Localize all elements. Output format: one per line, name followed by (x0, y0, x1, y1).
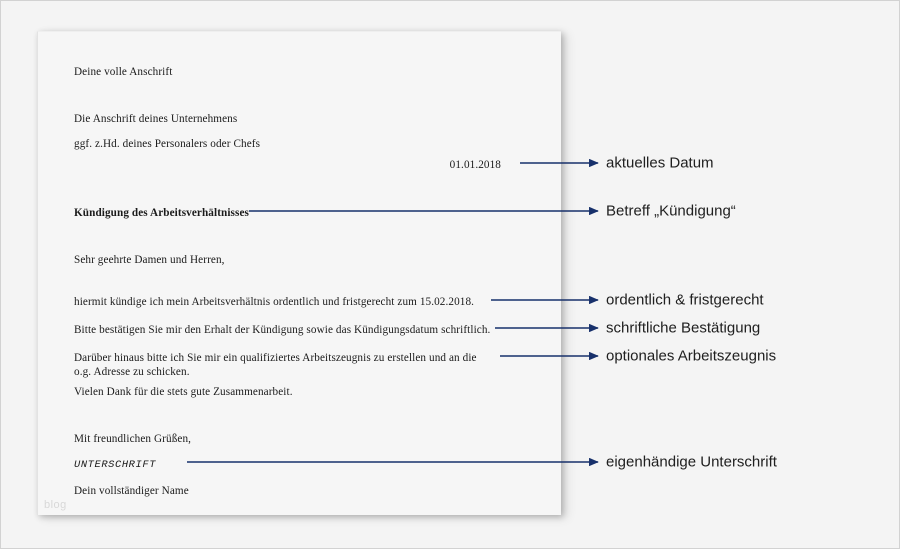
letter-subject: Kündigung des Arbeitsverhältnisses (74, 207, 249, 219)
letter-body-paragraph-4: Vielen Dank für die stets gute Zusammena… (74, 386, 293, 398)
signature-placeholder: UNTERSCHRIFT (74, 459, 157, 471)
annotation-label: schriftliche Bestätigung (606, 319, 761, 337)
sender-address-line: Deine volle Anschrift (74, 66, 173, 78)
recipient-attention-line: ggf. z.Hd. deines Personalers oder Chefs (74, 138, 261, 150)
annotation-label: optionales Arbeitszeugnis (606, 347, 777, 365)
letter-body-paragraph-1: hiermit kündige ich mein Arbeitsverhältn… (74, 296, 475, 308)
blog-watermark: blog (44, 499, 67, 511)
letter-closing: Mit freundlichen Grüßen, (74, 433, 192, 445)
recipient-company-line: Die Anschrift deines Unternehmens (74, 113, 238, 125)
letter-date: 01.01.2018 (449, 159, 501, 171)
letter-body-paragraph-3: Darüber hinaus bitte ich Sie mir ein qua… (74, 352, 477, 378)
sender-name-line: Dein vollständiger Name (74, 485, 189, 497)
annotation-label: eigenhändige Unterschrift (606, 453, 777, 471)
annotation-label: aktuelles Datum (606, 154, 714, 172)
letter-document-page: Deine volle Anschrift Die Anschrift dein… (37, 31, 561, 515)
letter-body-paragraph-2: Bitte bestätigen Sie mir den Erhalt der … (74, 324, 491, 336)
letter-salutation: Sehr geehrte Damen und Herren, (74, 254, 225, 266)
annotation-label: ordentlich & fristgerecht (606, 291, 764, 309)
annotation-label: Betreff „Kündigung“ (606, 202, 736, 220)
